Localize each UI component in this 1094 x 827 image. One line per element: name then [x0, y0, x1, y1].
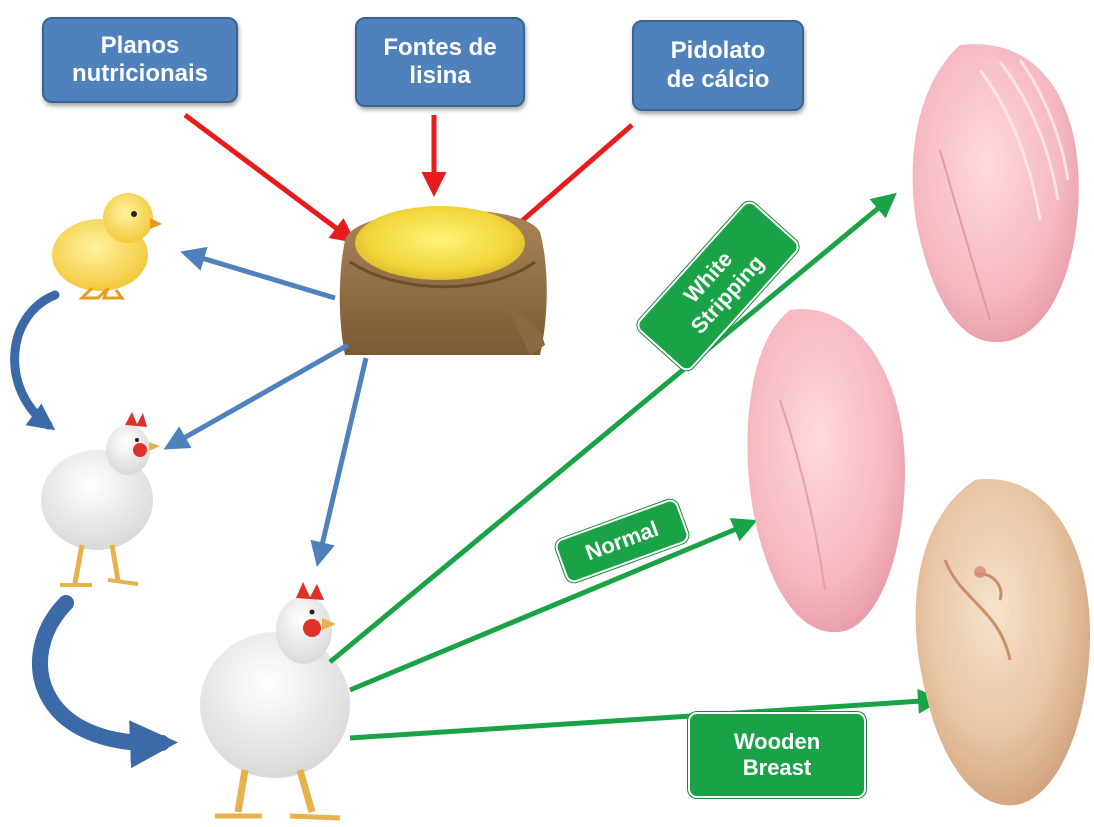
- growth-arrow-young-to-broiler: [40, 603, 162, 743]
- young-chicken-image: [41, 412, 160, 585]
- meat-wooden-breast-image: [916, 479, 1090, 805]
- meat-white-stripping-image: [913, 44, 1079, 342]
- outcome-box-wooden-breast: Wooden Breast: [688, 712, 866, 798]
- input-box-planos-nutricionais: Planos nutricionais: [42, 17, 238, 103]
- input-label-planos-nutricionais: Planos nutricionais: [72, 32, 208, 89]
- feed-arrows: [168, 253, 366, 562]
- arrow-feed-to-chick: [185, 253, 335, 298]
- growth-arrow-chick-to-young: [15, 295, 55, 425]
- arrow-feed-to-young-chicken: [168, 345, 348, 447]
- arrow-planos-to-feed: [185, 115, 352, 240]
- arrow-broiler-to-normal: [350, 522, 753, 690]
- chick-image: [52, 193, 162, 298]
- input-box-fontes-de-lisina: Fontes de lisina: [355, 17, 525, 107]
- meat-normal-image: [747, 309, 905, 632]
- arrow-feed-to-broiler: [318, 358, 366, 562]
- outcome-label-wooden-breast: Wooden Breast: [734, 729, 820, 781]
- input-label-fontes-de-lisina: Fontes de lisina: [383, 34, 496, 91]
- broiler-chicken-image: [200, 582, 350, 818]
- feed-sack-image: [340, 206, 547, 355]
- input-box-pidolato-de-calcio: Pidolato de cálcio: [632, 20, 804, 111]
- input-label-pidolato-de-calcio: Pidolato de cálcio: [667, 37, 770, 94]
